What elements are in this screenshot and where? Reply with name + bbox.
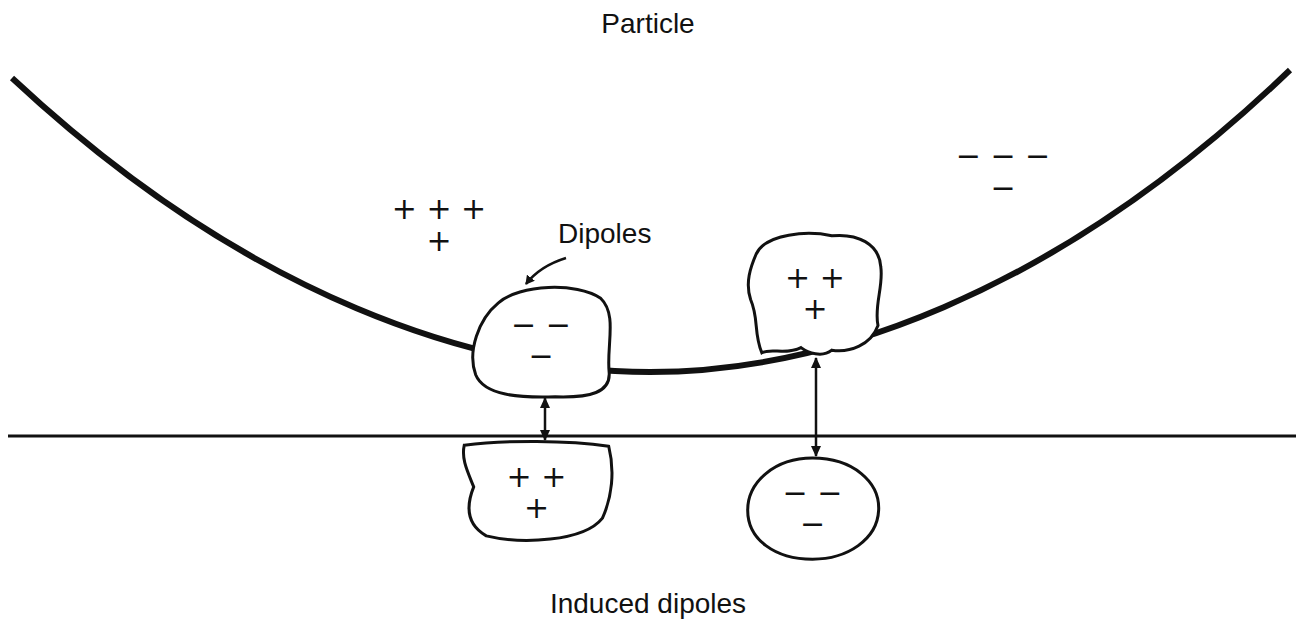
substrate-surface	[8, 435, 1296, 438]
positive-charges: + + + +	[388, 193, 490, 256]
dipole-blob: − − −	[470, 282, 612, 398]
dipole-blob: − − −	[745, 456, 880, 560]
negative-charges: − − − −	[952, 140, 1054, 203]
induced-dipoles-label: Induced dipoles	[550, 588, 746, 620]
charge-signs: − − −	[507, 309, 576, 372]
dipoles-label: Dipoles	[558, 218, 651, 250]
attraction-arrow	[815, 358, 818, 456]
attraction-arrow	[544, 398, 547, 440]
blob-content: − − −	[470, 282, 612, 398]
blob-content: + + +	[745, 228, 885, 358]
dipole-blob: + + +	[745, 228, 885, 358]
blob-content: + + +	[458, 440, 615, 544]
blob-content: − − −	[745, 456, 880, 560]
charge-signs: − − −	[778, 477, 847, 540]
leader-line	[526, 258, 566, 284]
dipole-blob: + + +	[458, 440, 615, 544]
particle-surface	[12, 70, 1290, 372]
charge-signs: + + +	[502, 461, 571, 524]
charge-signs: + + +	[781, 262, 850, 325]
figure-title: Particle	[601, 8, 694, 40]
